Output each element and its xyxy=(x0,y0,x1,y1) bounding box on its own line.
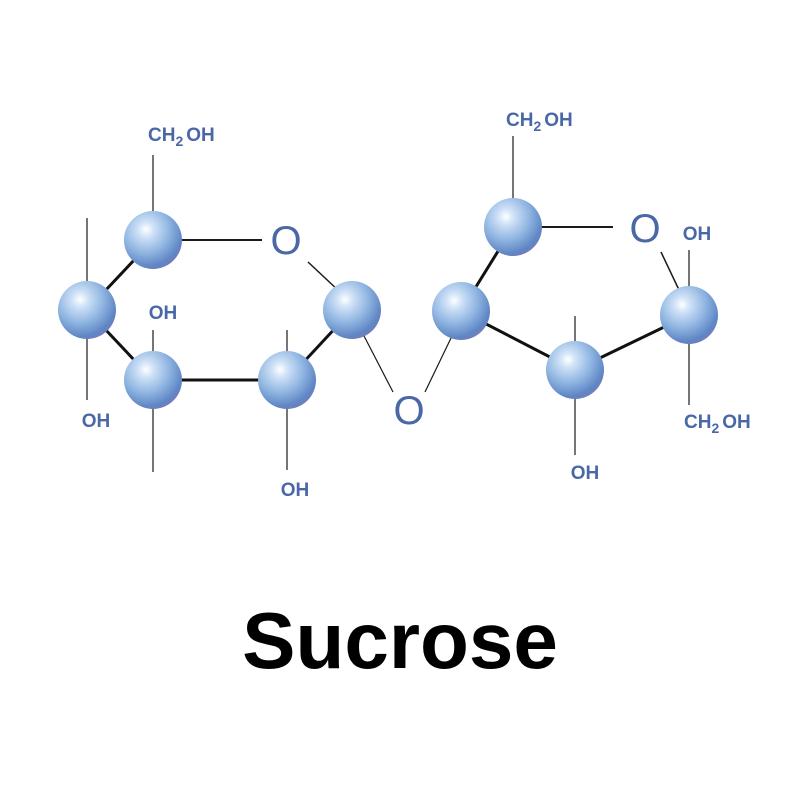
fructose-c4-atom xyxy=(432,282,490,340)
fructose-c3-atom xyxy=(546,341,604,399)
glucose-c2-oh-label: OH xyxy=(281,480,310,501)
glycosidic-bonds xyxy=(362,333,453,393)
glucose-ring-oxygen: O xyxy=(270,219,301,263)
fructose-c2-oh-label: OH xyxy=(683,224,712,245)
fructose-c2-atom xyxy=(660,286,718,344)
glucose-c6-atom xyxy=(124,211,182,269)
glucose-c3-atom xyxy=(124,351,182,409)
glucose-c4-oh-label: OH xyxy=(82,411,111,432)
fructose-c5-atom xyxy=(484,198,542,256)
glucose-c4-atom xyxy=(58,281,116,339)
molecule-name-title: Sucrose xyxy=(242,596,558,685)
glucose-c2-atom xyxy=(258,351,316,409)
glucose-c3-oh-label: OH xyxy=(149,303,178,324)
fructose-ring-oxygen: O xyxy=(629,207,660,251)
glucose-substituent-bonds xyxy=(86,155,288,472)
glucose-c1-atom xyxy=(323,281,381,339)
fructose-substituent-bonds xyxy=(512,136,690,455)
glucose-carbon-atoms xyxy=(58,211,381,409)
glucose-ring-bonds xyxy=(85,238,354,382)
fructose-c3-oh-label: OH xyxy=(571,463,600,484)
fructose-carbon-atoms xyxy=(432,198,718,399)
glycosidic-oxygen: O xyxy=(393,389,424,433)
